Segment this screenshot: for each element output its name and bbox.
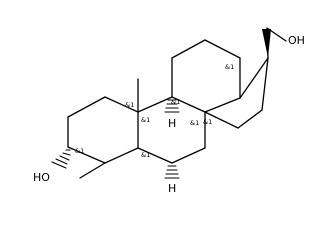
bond <box>266 27 287 42</box>
bond <box>137 96 173 113</box>
bond <box>104 96 139 113</box>
hashed-bond-h-c9 <box>164 99 180 113</box>
bond <box>137 147 173 164</box>
hashed-bond-h-c5 <box>164 165 180 179</box>
bond <box>204 97 241 113</box>
hydroxyl-label-top: OH <box>288 34 305 47</box>
stereo-label: &1 <box>225 63 234 71</box>
bond <box>171 39 206 59</box>
ring-a <box>67 96 139 164</box>
bond <box>171 96 206 113</box>
hashed-bond-oh <box>51 149 71 169</box>
bond <box>171 147 206 164</box>
bond <box>237 109 263 129</box>
wedge-bond <box>262 29 271 58</box>
stereo-label: &1 <box>171 98 180 106</box>
stereo-label: &1 <box>141 116 150 124</box>
bond <box>239 57 269 99</box>
stereo-label: &1 <box>141 151 150 159</box>
ring-b <box>137 96 206 164</box>
bond <box>204 39 241 59</box>
stereo-label: &1 <box>75 147 84 155</box>
ring-d <box>204 57 269 129</box>
bond <box>67 96 106 118</box>
stereo-label: &1 <box>190 119 199 127</box>
bond <box>104 147 139 164</box>
stereo-label: &1 <box>203 118 212 126</box>
stereo-label: &1 <box>125 101 134 109</box>
molecule-diagram: OH HO H H &1 &1 &1 &1 &1 &1 &1 &1 <box>33 27 305 195</box>
hydroxyl-label-left: HO <box>33 171 50 184</box>
hydrogen-label-c9: H <box>168 117 176 130</box>
methyl-bond-c4 <box>79 162 106 179</box>
bond <box>204 111 239 129</box>
ring-c <box>171 39 241 113</box>
molecule-svg: OH HO H H &1 &1 &1 &1 &1 &1 &1 &1 <box>33 27 305 195</box>
hydroxymethyl-group <box>262 27 287 59</box>
bond <box>261 57 269 111</box>
bond <box>67 146 106 164</box>
hydrogen-label-c5: H <box>168 182 176 195</box>
